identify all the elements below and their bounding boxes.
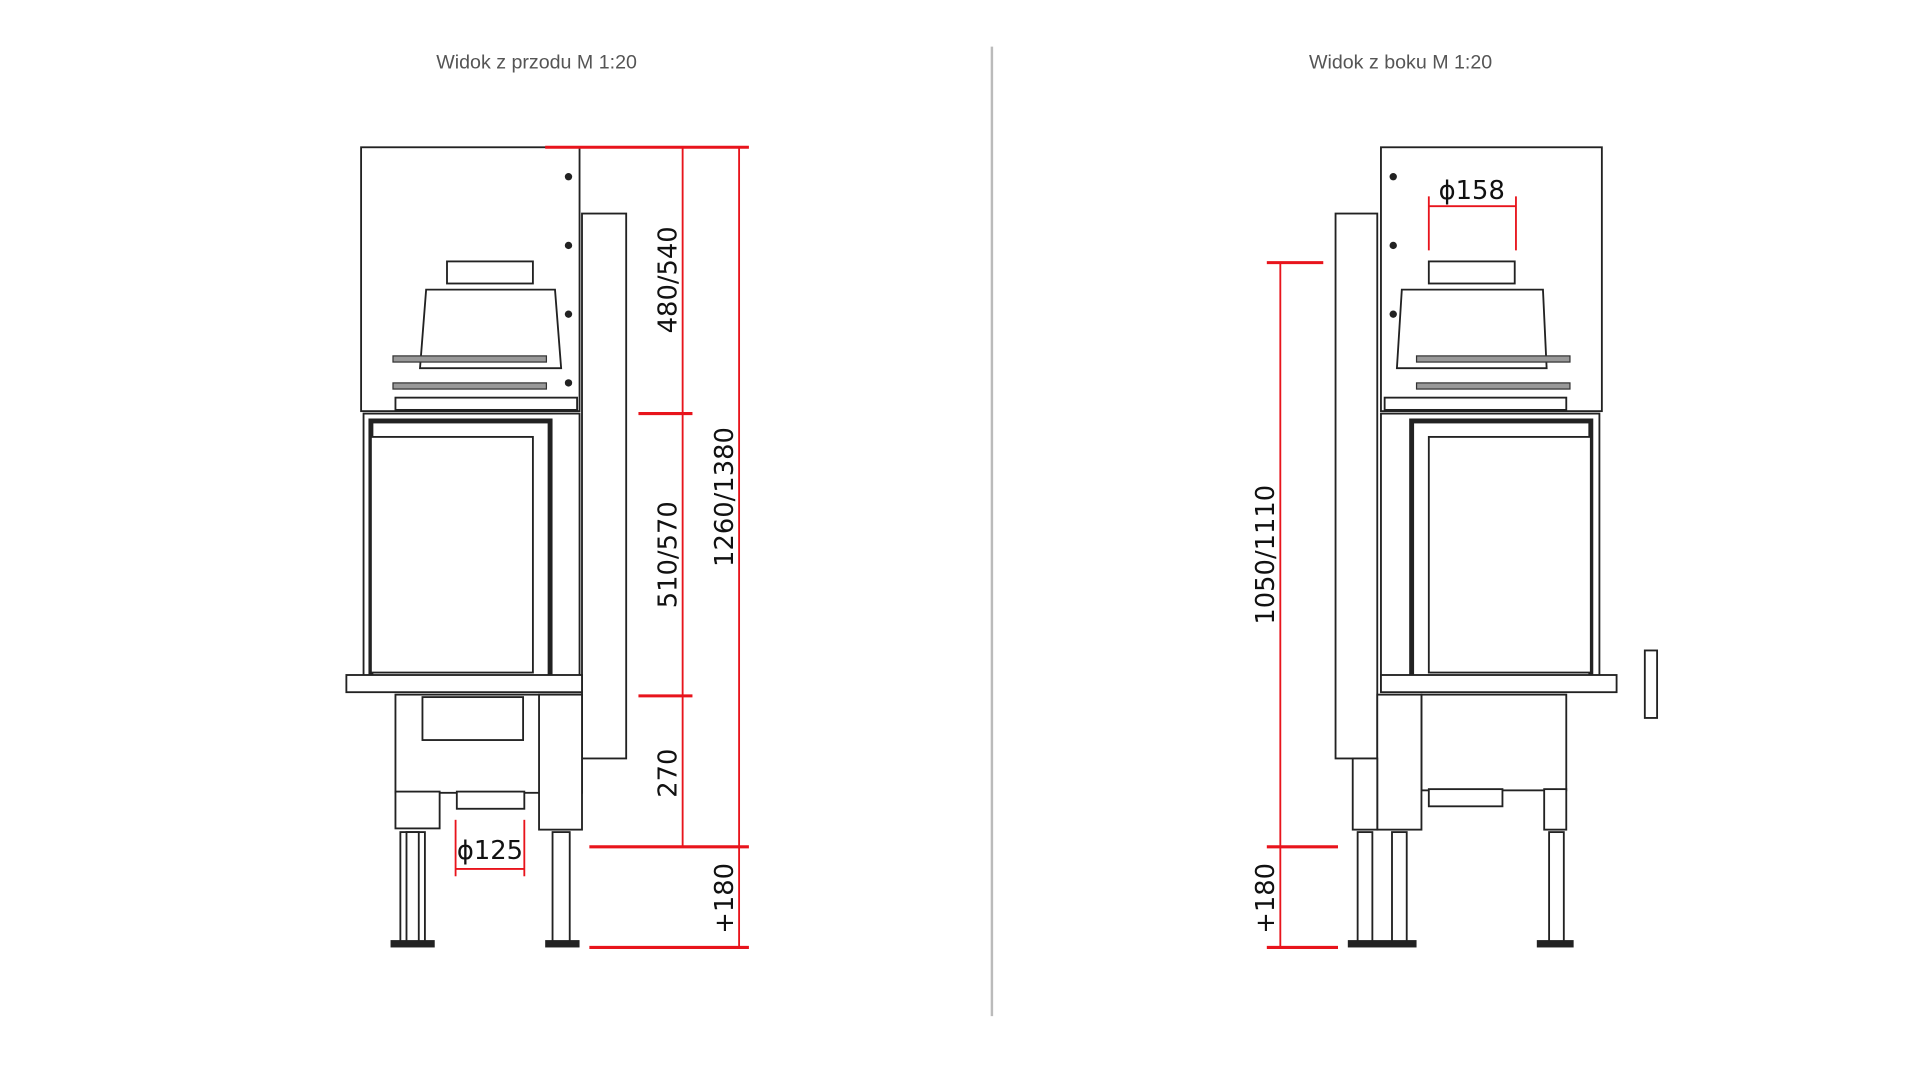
front-dimension-lines xyxy=(454,145,749,949)
dim-top-section: 480/540 xyxy=(654,226,684,333)
front-view: Widok z przodu M 1:20 xyxy=(345,52,749,949)
side-view: Widok z boku M 1:20 xyxy=(1251,52,1659,949)
side-fireplace-drawing xyxy=(1334,146,1659,948)
dim-side-flue-diameter: ϕ158 xyxy=(1439,176,1505,206)
front-legs xyxy=(390,831,580,948)
front-view-title: Widok z przodu M 1:20 xyxy=(436,52,637,74)
front-fireplace-drawing xyxy=(345,146,628,948)
side-legs xyxy=(1347,831,1574,948)
side-view-title: Widok z boku M 1:20 xyxy=(1309,52,1492,74)
dim-flue-diameter: ϕ125 xyxy=(457,836,523,866)
dim-door-section: 510/570 xyxy=(654,501,684,608)
dim-side-height: 1050/1110 xyxy=(1251,485,1281,625)
dim-base-section: 270 xyxy=(654,749,684,798)
dim-legs: +180 xyxy=(710,863,740,934)
side-dimension-lines xyxy=(1266,196,1517,949)
dim-total-height: 1260/1380 xyxy=(710,427,740,567)
dim-side-legs: +180 xyxy=(1251,863,1281,934)
